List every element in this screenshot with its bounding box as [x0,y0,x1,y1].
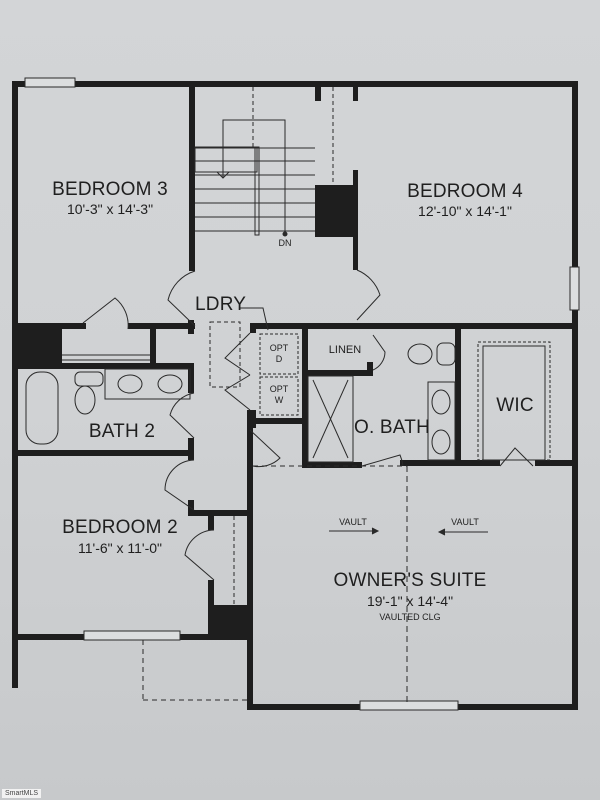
opt-dryer-label-line1: OPT [269,343,289,353]
bedroom-2-label: BEDROOM 2 [62,517,178,538]
linen-label: LINEN [328,344,362,356]
opt-washer-label-line2: W [274,395,284,405]
watermark-logo: SmartMLS [2,789,42,798]
opt-washer-label-line1: OPT [269,384,289,394]
bedroom-4-label: BEDROOM 4 [407,181,523,202]
laundry-label: LDRY [195,294,247,315]
vault-label-left: VAULT [339,517,367,527]
bedroom-2-dimensions: 11'-6" x 11'-0" [77,540,163,556]
opt-dryer-label-line2: D [275,354,283,364]
stairs-down-label: DN [278,238,292,248]
bedroom-3-dimensions: 10'-3" x 14'-3" [66,201,154,217]
fixtures [24,77,580,711]
owner-bath-label: O. BATH [354,417,430,438]
bath-2-label: BATH 2 [88,421,156,442]
wic-label: WIC [496,395,534,416]
owners-suite-label: OWNER'S SUITE [333,570,487,591]
owners-suite-dimensions: 19'-1" x 14'-4" [366,593,454,609]
vaulted-ceiling-note: VAULTED CLG [379,612,441,622]
vault-label-right: VAULT [451,517,479,527]
bedroom-3-label: BEDROOM 3 [52,179,168,200]
bedroom-4-dimensions: 12'-10" x 14'-1" [418,203,512,219]
